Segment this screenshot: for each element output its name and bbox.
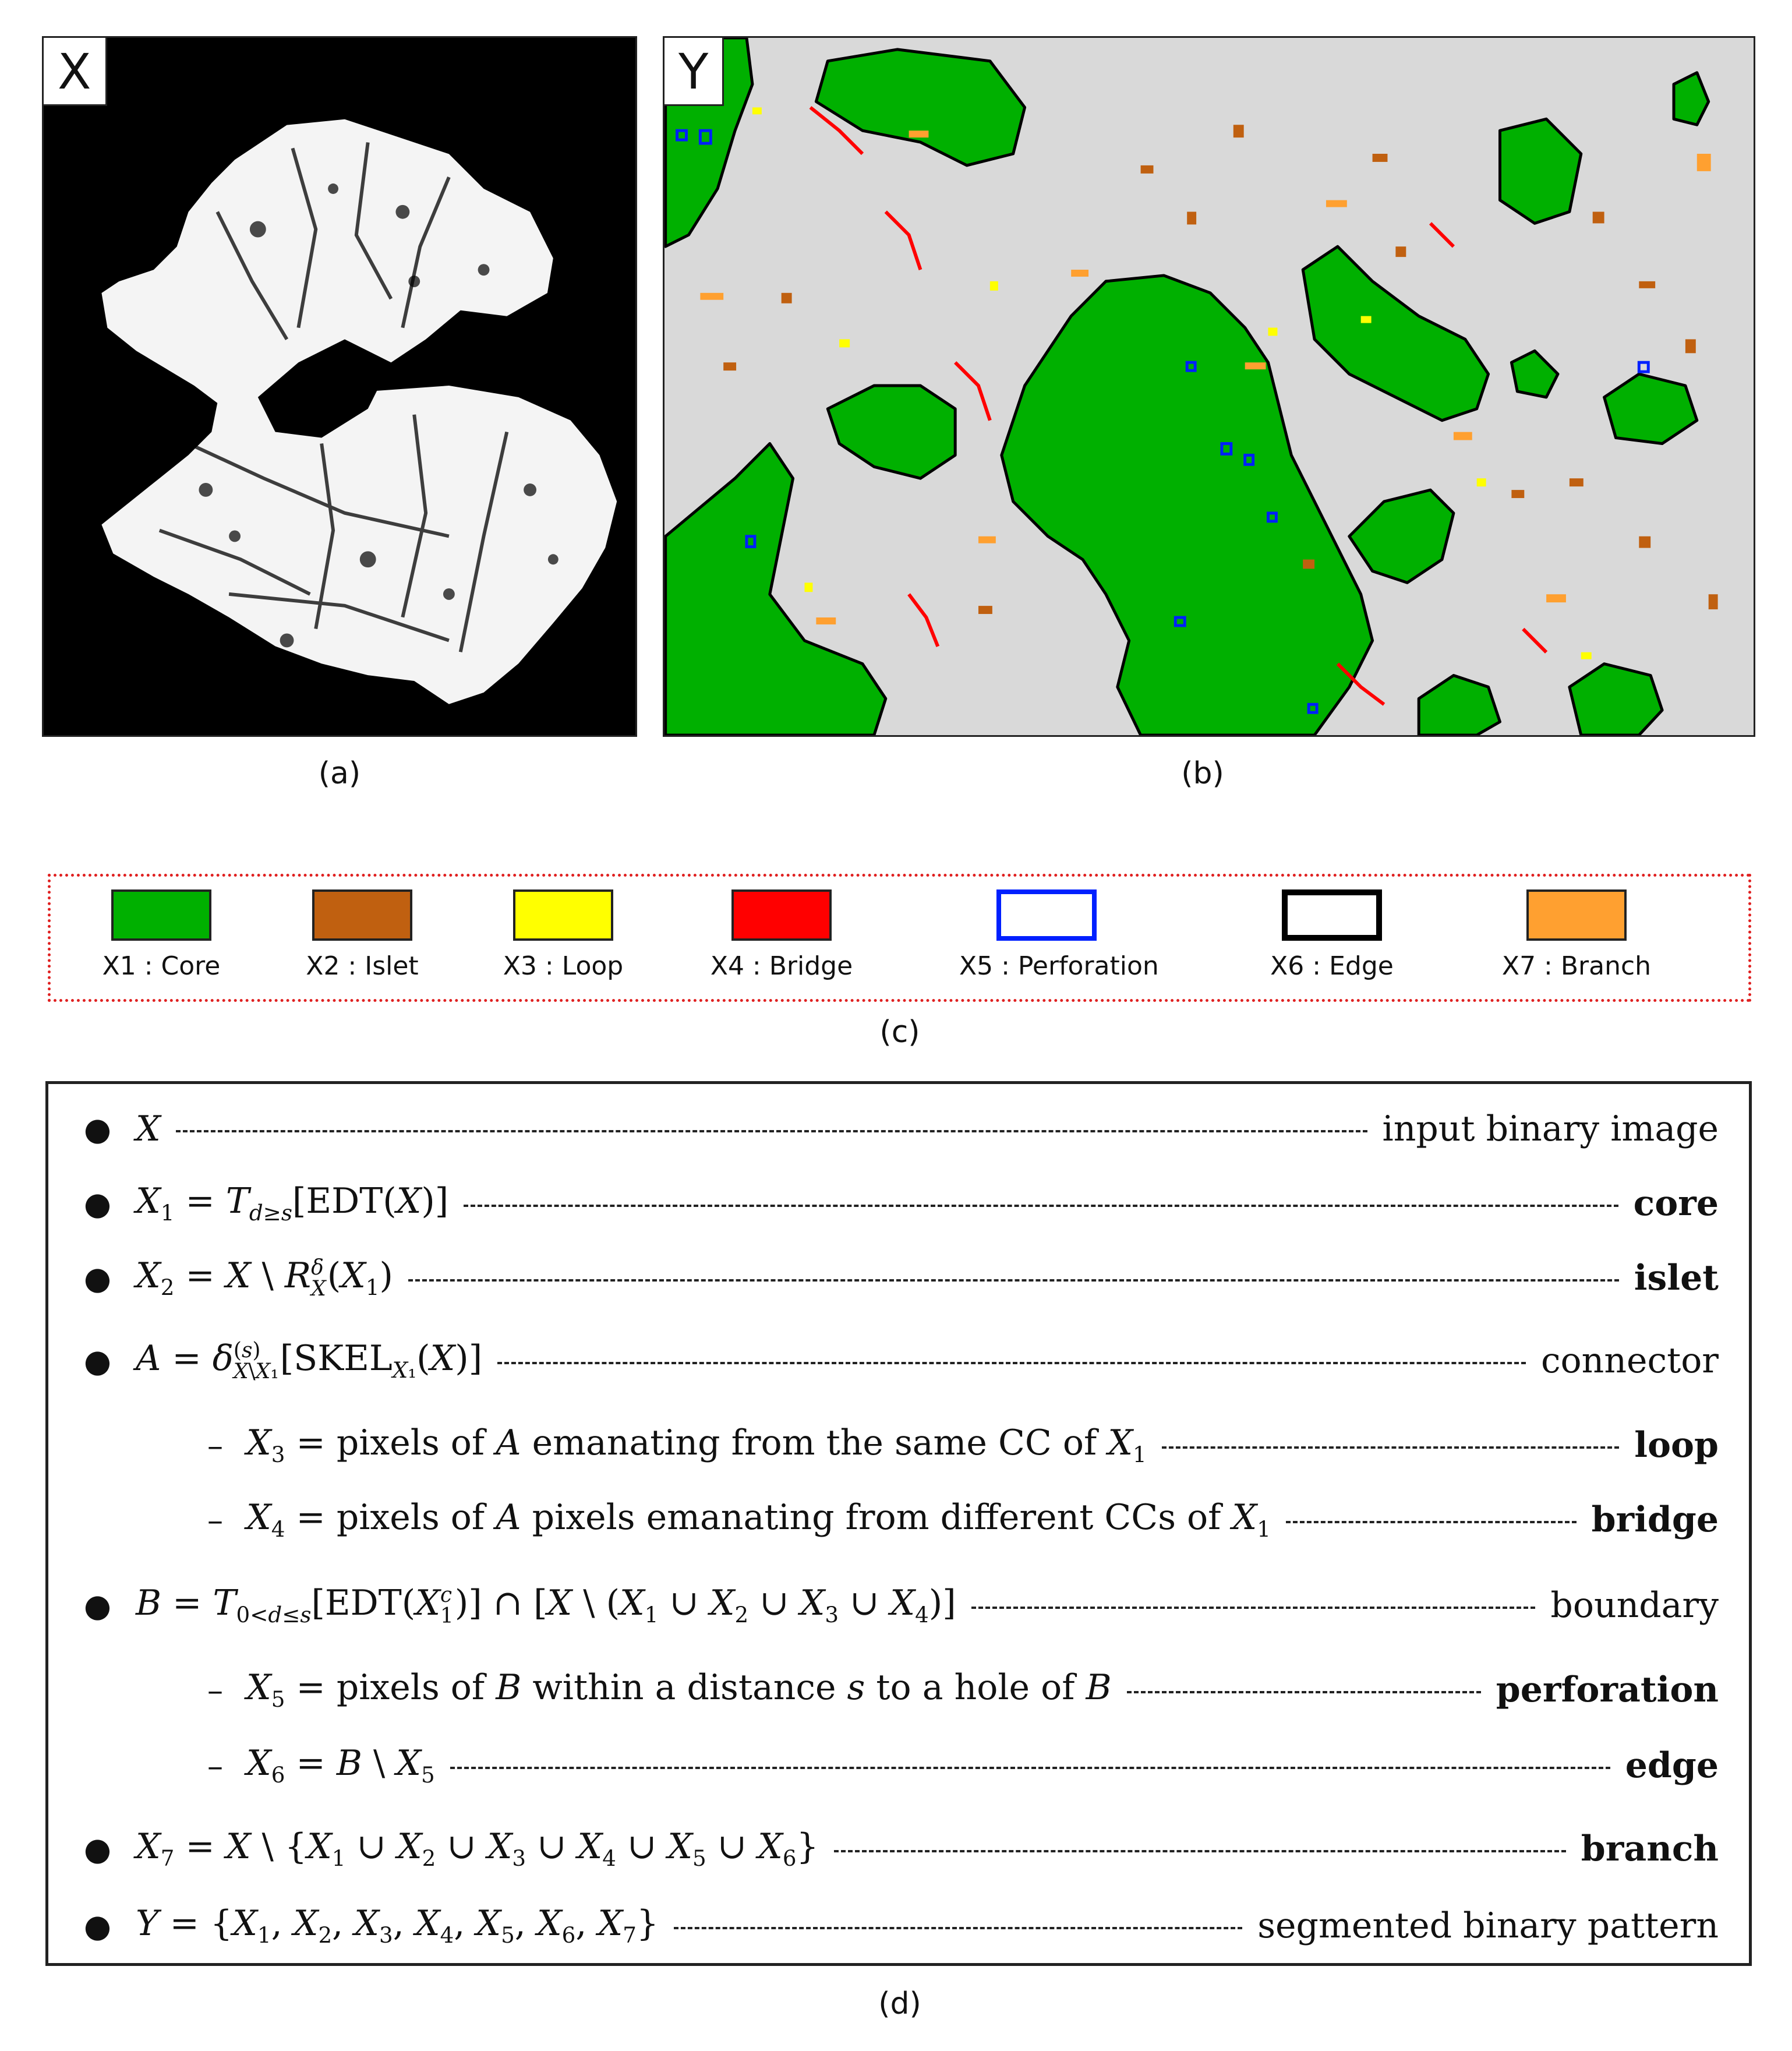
- leader-line: [674, 1927, 1243, 1929]
- legend-swatch-islet: [312, 889, 412, 941]
- formula-row-perforation: – X5 = pixels of B within a distance s t…: [48, 1658, 1749, 1722]
- legend-label-islet: X2 : Islet: [306, 951, 419, 981]
- legend-swatch-edge: [1282, 889, 1382, 941]
- formula-term: boundary: [1550, 1585, 1719, 1626]
- legend-label-loop: X3 : Loop: [503, 951, 624, 981]
- leader-line: [408, 1279, 1619, 1282]
- binary-image-map: [101, 119, 617, 704]
- formula-term: perforation: [1496, 1669, 1719, 1710]
- formula-expr: X1 = Td≥s[EDT(X)]: [136, 1181, 449, 1226]
- formula-text: pixels of: [336, 1497, 485, 1538]
- formula-caption: (d): [878, 1986, 921, 2021]
- leader-line: [450, 1767, 1610, 1769]
- dash-bullet: –: [207, 1427, 223, 1464]
- formula-term: input binary image: [1382, 1109, 1719, 1149]
- legend-item-perforation: X5 : Perforation: [959, 889, 1159, 981]
- leader-line: [497, 1362, 1526, 1364]
- formula-expr: A = δ(s)X\X₁[SKELX₁(X)]: [136, 1338, 483, 1383]
- legend-swatch-branch: [1526, 889, 1627, 941]
- bullet: ●: [83, 1587, 111, 1624]
- formula-text: within a distance: [532, 1667, 836, 1708]
- formula-text: emanating from the same CC of: [532, 1422, 1097, 1464]
- formula-text: to a hole of: [876, 1667, 1075, 1708]
- leader-line: [464, 1205, 1618, 1207]
- dash-bullet: –: [207, 1747, 223, 1784]
- panel-a-corner-label: X: [44, 38, 107, 106]
- formula-term: islet: [1634, 1258, 1719, 1298]
- formula-row-bridge: – X4 = pixels of A pixels emanating from…: [48, 1488, 1749, 1552]
- formula-row-loop: – X3 = pixels of A emanating from the sa…: [48, 1413, 1749, 1477]
- legend-label-core: X1 : Core: [102, 951, 221, 981]
- formula-text: pixels of: [336, 1667, 485, 1708]
- bullet: ●: [83, 1185, 111, 1222]
- formula-expr: X5 = pixels of B within a distance s to …: [246, 1667, 1112, 1713]
- formula-term: branch: [1581, 1828, 1719, 1869]
- formula-term: core: [1633, 1183, 1719, 1224]
- legend-swatch-perforation: [996, 889, 1097, 941]
- legend-item-core: X1 : Core: [74, 889, 249, 981]
- formula-box: ● X input binary image ● X1 = Td≥s[EDT(X…: [45, 1081, 1752, 1966]
- segmented-pattern-panel: Y: [663, 36, 1755, 737]
- formula-term: connector: [1540, 1340, 1719, 1381]
- legend-item-edge: X6 : Edge: [1245, 889, 1419, 981]
- legend-swatch-bridge: [731, 889, 832, 941]
- leader-line: [971, 1607, 1536, 1609]
- bullet: ●: [83, 1110, 111, 1148]
- formula-expr: X4 = pixels of A pixels emanating from d…: [246, 1497, 1271, 1542]
- legend-item-loop: X3 : Loop: [476, 889, 651, 981]
- formula-row-y: ● Y = {X1, X2, X3, X4, X5, X6, X7} segme…: [48, 1894, 1749, 1958]
- legend-label-edge: X6 : Edge: [1270, 951, 1394, 981]
- legend-label-branch: X7 : Branch: [1501, 951, 1652, 981]
- legend-swatch-loop: [513, 889, 613, 941]
- panel-a-caption: (a): [318, 756, 361, 791]
- segmented-pattern-map: [665, 38, 1718, 735]
- formula-term: segmented binary pattern: [1257, 1905, 1719, 1946]
- dash-bullet: –: [207, 1671, 223, 1708]
- legend-label-perforation: X5 : Perforation: [959, 951, 1159, 981]
- leader-line: [833, 1850, 1566, 1852]
- legend-item-branch: X7 : Branch: [1489, 889, 1664, 981]
- formula-text: pixels emanating from different CCs of: [532, 1497, 1221, 1538]
- formula-row-branch: ● X7 = X \ {X1 ∪ X2 ∪ X3 ∪ X4 ∪ X5 ∪ X6}…: [48, 1817, 1749, 1881]
- leader-line: [1161, 1446, 1620, 1449]
- bullet: ●: [83, 1259, 111, 1297]
- formula-expr: X6 = B \ X5: [246, 1743, 435, 1788]
- bullet: ●: [83, 1907, 111, 1944]
- legend-item-islet: X2 : Islet: [275, 889, 450, 981]
- formula-term: edge: [1625, 1745, 1719, 1786]
- leader-line: [1285, 1521, 1577, 1523]
- legend: X1 : Core X2 : Islet X3 : Loop X4 : Brid…: [48, 874, 1751, 1002]
- binary-image-panel: X: [42, 36, 637, 737]
- panel-b-corner-label: Y: [665, 38, 724, 106]
- bullet: ●: [83, 1342, 111, 1379]
- leader-line: [175, 1130, 1367, 1132]
- legend-item-bridge: X4 : Bridge: [694, 889, 869, 981]
- legend-label-bridge: X4 : Bridge: [710, 951, 853, 981]
- dash-bullet: –: [207, 1501, 223, 1538]
- formula-text: pixels of: [336, 1422, 485, 1464]
- formula-expr: X7 = X \ {X1 ∪ X2 ∪ X3 ∪ X4 ∪ X5 ∪ X6}: [136, 1826, 819, 1872]
- formula-row-core: ● X1 = Td≥s[EDT(X)] core: [48, 1171, 1749, 1235]
- formula-expr: X3 = pixels of A emanating from the same…: [246, 1422, 1147, 1468]
- formula-term: bridge: [1591, 1499, 1719, 1540]
- formula-row-connector: ● A = δ(s)X\X₁[SKELX₁(X)] connector: [48, 1329, 1749, 1393]
- formula-row-edge: – X6 = B \ X5 edge: [48, 1734, 1749, 1798]
- bullet: ●: [83, 1830, 111, 1868]
- legend-swatch-core: [111, 889, 211, 941]
- panel-b-caption: (b): [1181, 756, 1224, 791]
- formula-expr: X: [136, 1109, 161, 1149]
- formula-term: loop: [1634, 1425, 1719, 1466]
- formula-row-x: ● X input binary image: [48, 1097, 1749, 1161]
- legend-caption: (c): [879, 1015, 920, 1050]
- formula-expr: Y = {X1, X2, X3, X4, X5, X6, X7}: [136, 1903, 659, 1948]
- leader-line: [1126, 1691, 1481, 1693]
